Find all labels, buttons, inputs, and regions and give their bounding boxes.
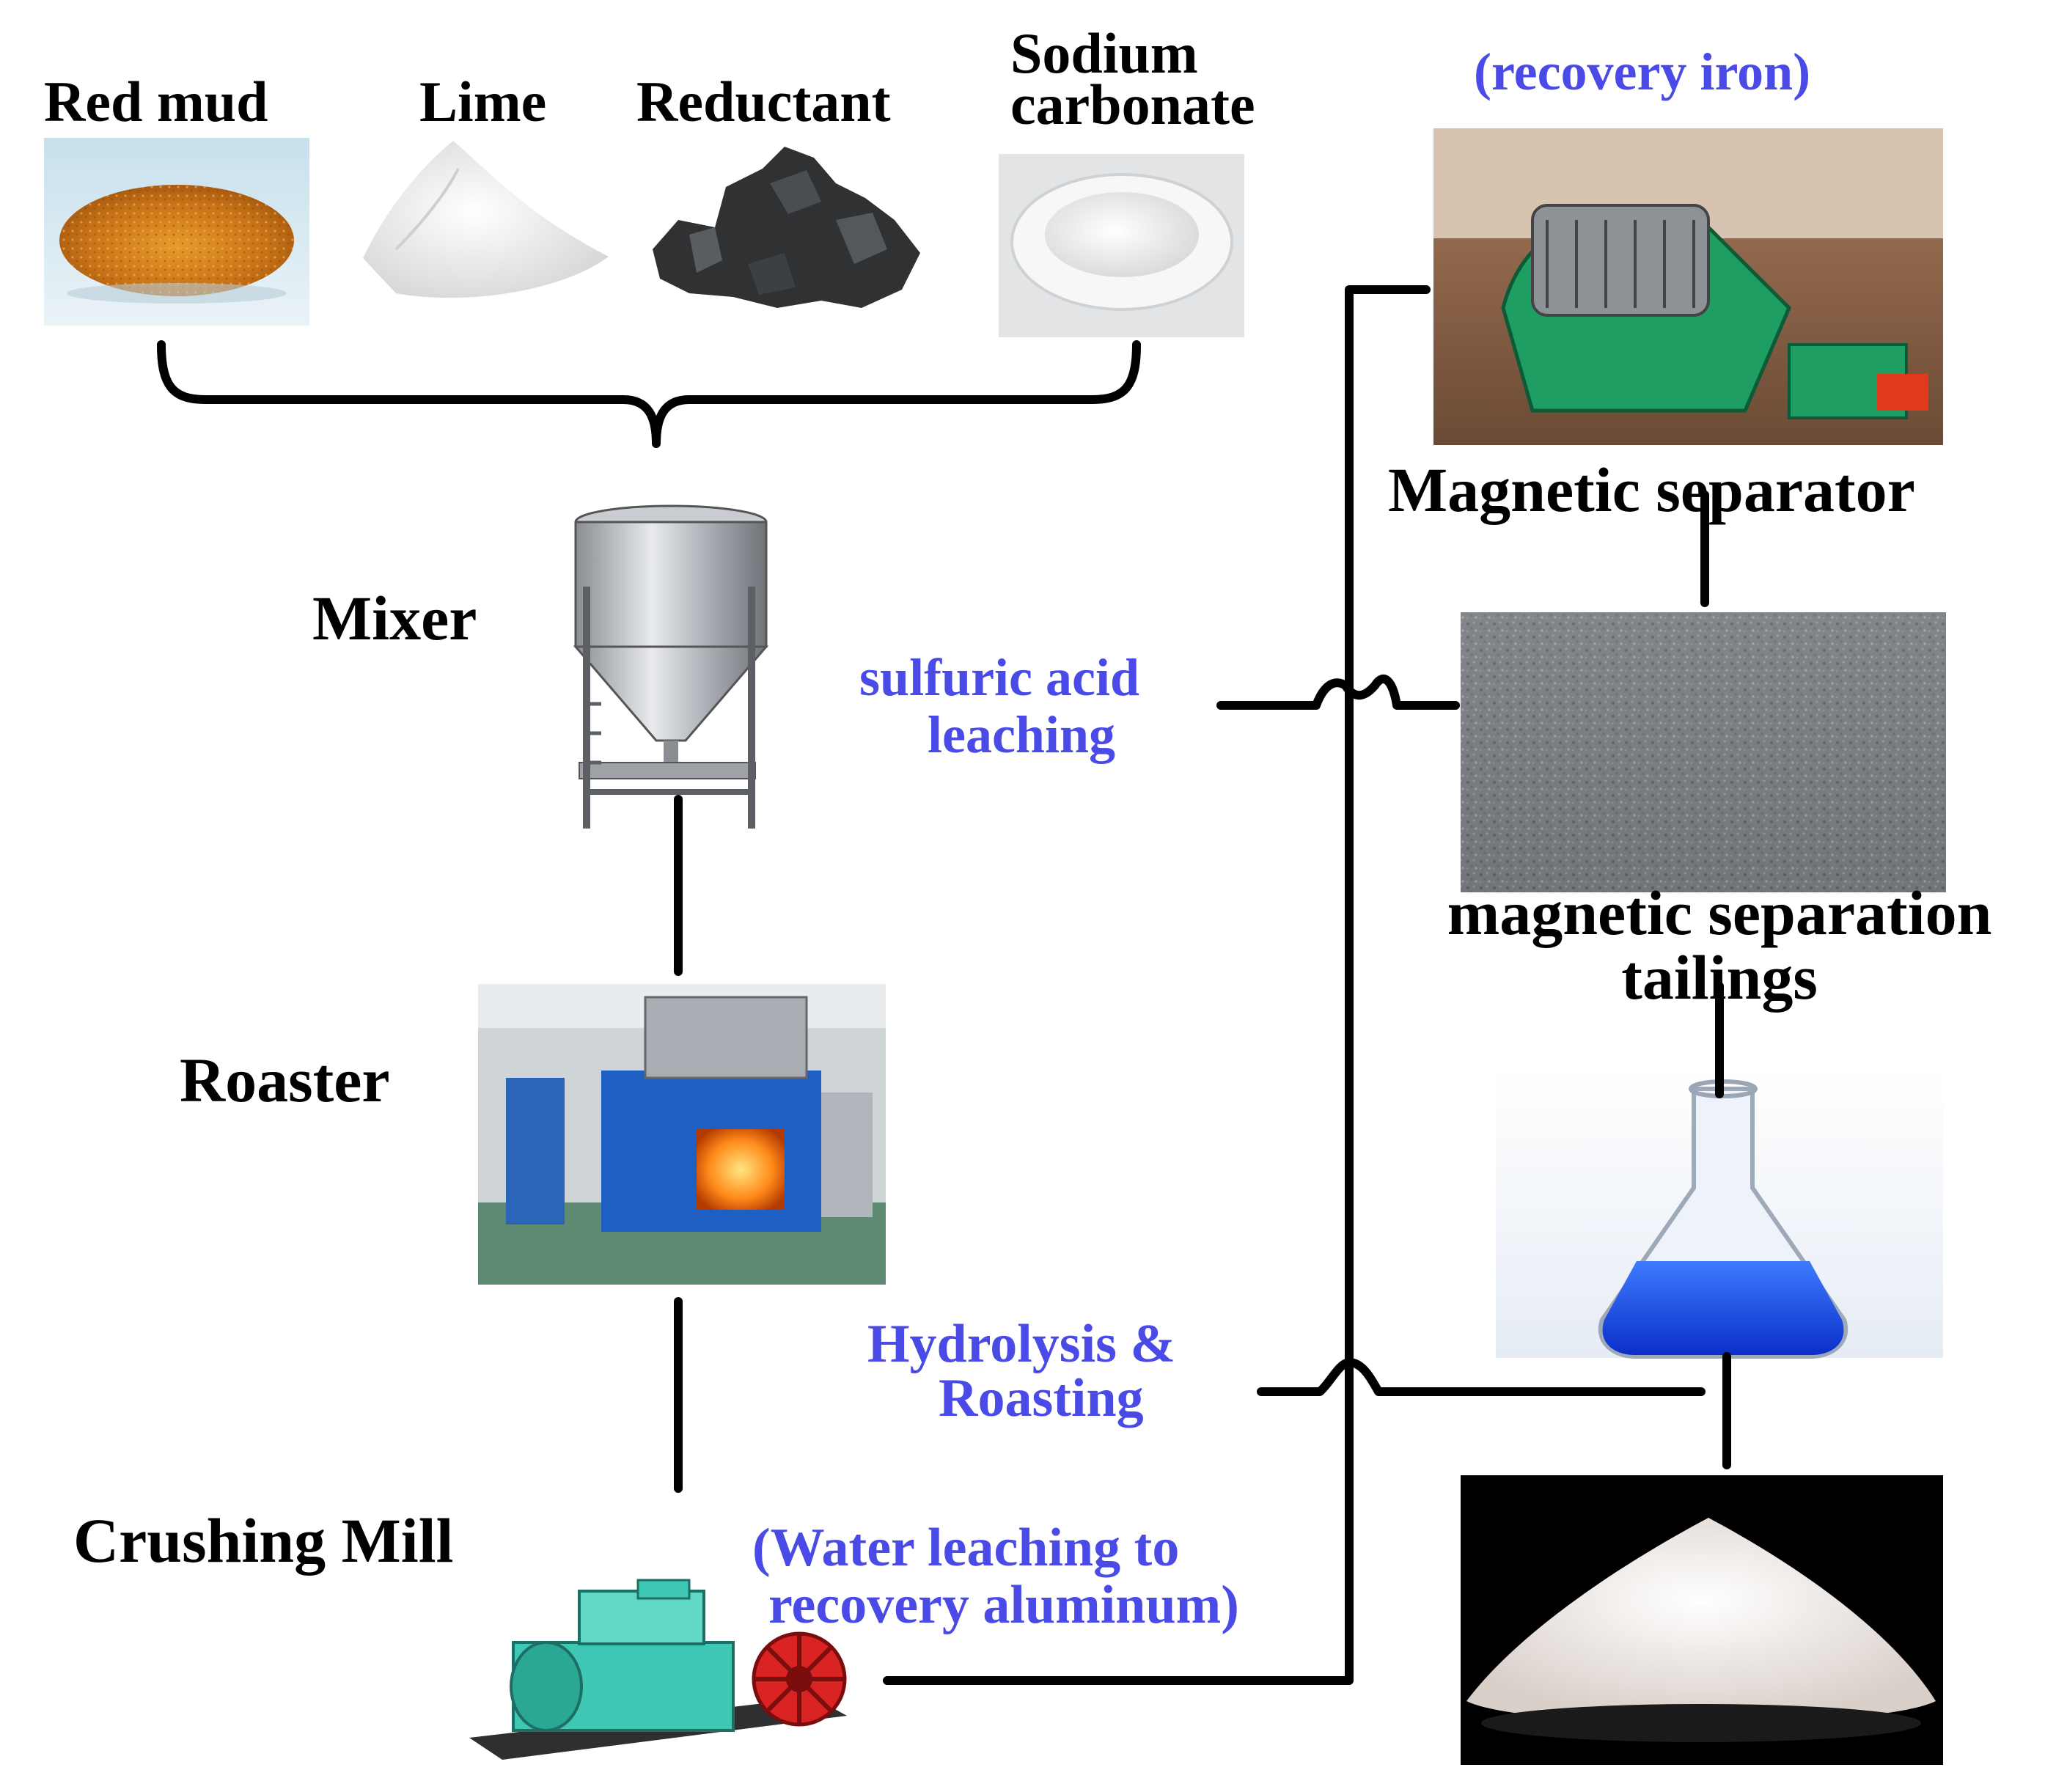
flow-connectors <box>157 285 1731 1685</box>
arrow-sulfuric-acid <box>1216 675 1460 710</box>
line-mill-to-separator <box>883 285 1431 1685</box>
label-tailings-line1: magnetic separation <box>1447 878 1992 948</box>
alumina-product-image <box>1461 1475 1943 1765</box>
magnetic-separator-image <box>1433 128 1943 445</box>
label-magnetic-separator: Magnetic separator <box>1388 455 1915 525</box>
label-sulfuric-line1: sulfuric acid <box>859 648 1140 707</box>
reductant-image <box>653 147 920 308</box>
red-mud-image <box>44 138 309 326</box>
crushing-mill-image <box>469 1579 847 1760</box>
label-sulfuric-line2: leaching <box>928 705 1116 764</box>
merge-bracket <box>157 340 1141 448</box>
roaster-image <box>478 984 886 1285</box>
label-water-line1: (Water leaching to <box>752 1518 1180 1578</box>
label-reductant: Reductant <box>636 70 891 133</box>
label-red-mud: Red mud <box>44 70 268 133</box>
flask-image <box>1496 1071 1943 1359</box>
label-water-line2: recovery aluminum) <box>768 1575 1239 1635</box>
label-sodium-line1: Sodium <box>1010 21 1198 85</box>
label-hydrolysis-line1: Hydrolysis & <box>867 1314 1176 1374</box>
mixer-image <box>573 504 769 829</box>
label-recovery-iron: (recovery iron) <box>1474 43 1811 101</box>
arrow-hydrolysis <box>1257 1358 1706 1396</box>
label-lime: Lime <box>419 70 547 133</box>
label-mixer: Mixer <box>312 583 477 653</box>
label-sodium-line2: carbonate <box>1010 73 1255 136</box>
tailings-image <box>1461 612 1946 892</box>
label-crushing-mill: Crushing Mill <box>73 1505 454 1576</box>
lime-image <box>363 141 609 298</box>
label-hydrolysis-line2: Roasting <box>939 1368 1144 1428</box>
sodium-carbonate-image <box>999 154 1244 337</box>
label-tailings-line2: tailings <box>1621 942 1818 1013</box>
label-roaster: Roaster <box>180 1045 390 1115</box>
